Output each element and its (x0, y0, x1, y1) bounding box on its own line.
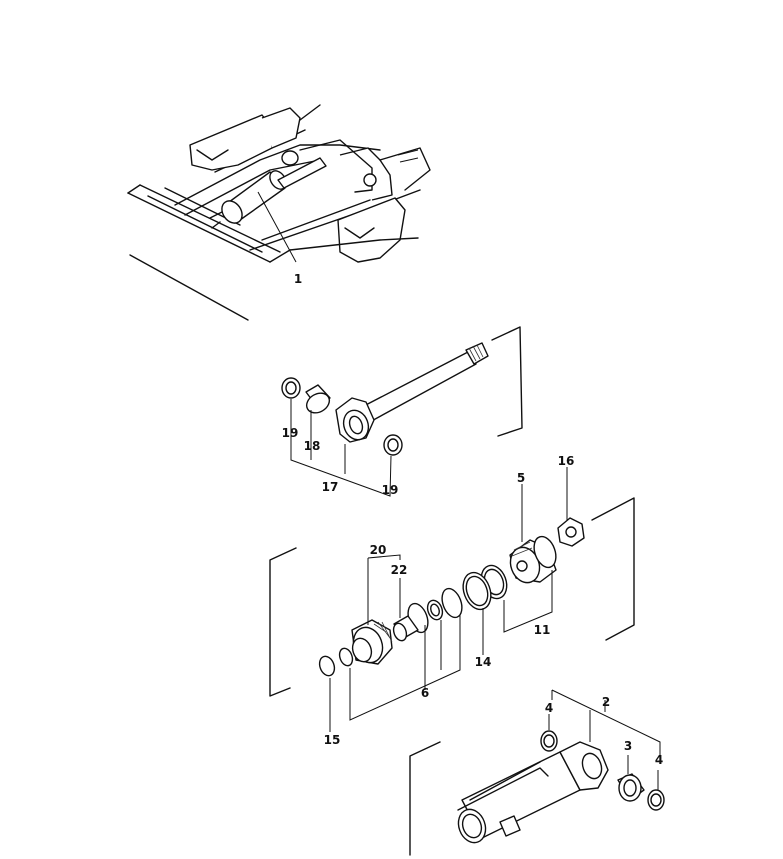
callout-5: 5 (517, 471, 525, 485)
callout-15: 15 (324, 733, 341, 747)
callout-11: 11 (534, 623, 551, 637)
cylinder-tube-group (409, 689, 665, 856)
callout-20: 20 (370, 543, 387, 557)
callout-3: 3 (624, 739, 632, 753)
callout-4-top: 4 (545, 701, 553, 715)
callout-22: 22 (391, 563, 408, 577)
piston-rod-group (281, 326, 523, 497)
callout-14: 14 (475, 655, 492, 669)
callout-1: 1 (294, 272, 302, 286)
piston-seal-group (269, 467, 635, 732)
chassis-assembly (127, 104, 431, 321)
callout-19-left: 19 (282, 426, 299, 440)
callout-17: 17 (322, 480, 339, 494)
callout-16: 16 (558, 454, 575, 468)
callout-18: 18 (304, 439, 321, 453)
callout-19-right: 19 (382, 483, 399, 497)
callout-6: 6 (421, 686, 429, 700)
callout-2: 2 (602, 695, 610, 709)
callout-4-right: 4 (655, 753, 663, 767)
